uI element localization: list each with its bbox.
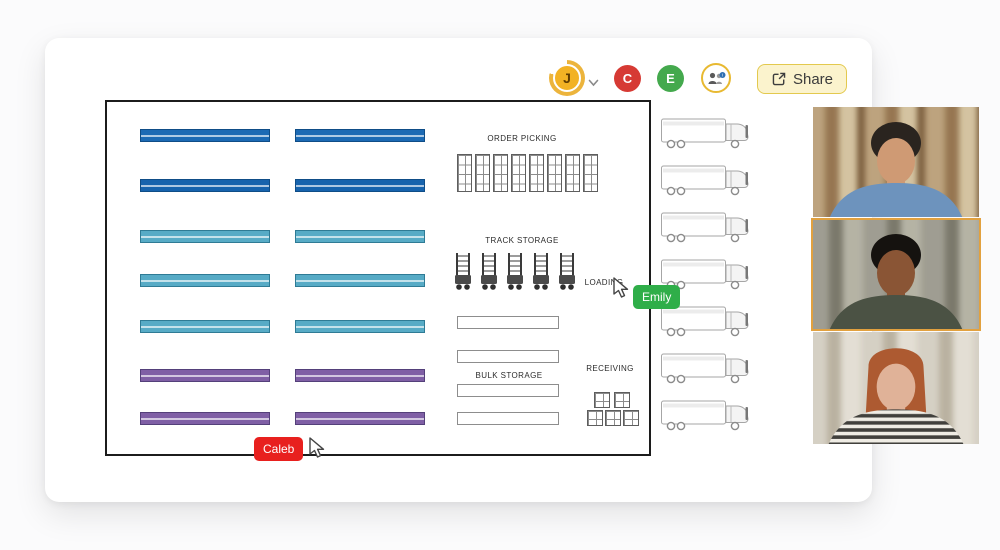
svg-text:i: i bbox=[721, 72, 722, 77]
receiving-pallet[interactable] bbox=[587, 410, 603, 426]
pallet-rack[interactable] bbox=[529, 154, 544, 192]
truck[interactable] bbox=[660, 162, 754, 205]
forklift-icon[interactable] bbox=[556, 252, 578, 297]
collaborator-cursor-label: Caleb bbox=[254, 437, 304, 461]
collaborator-cursor-label: Emily bbox=[633, 285, 681, 309]
truck[interactable] bbox=[660, 350, 754, 393]
rack-shelf-line bbox=[296, 375, 424, 377]
label-track-storage[interactable]: TRACK STORAGE bbox=[485, 236, 559, 245]
warehouse-canvas[interactable]: ORDER PICKING TRACK STORAGE LOADING BULK… bbox=[105, 100, 651, 456]
share-button[interactable]: Share bbox=[757, 64, 847, 94]
forklift-icon[interactable] bbox=[478, 252, 500, 297]
storage-rack[interactable] bbox=[140, 412, 270, 425]
rack-shelf-line bbox=[296, 135, 424, 137]
pallet-rack[interactable] bbox=[511, 154, 526, 192]
forklift-icon[interactable] bbox=[452, 252, 474, 297]
pallet-rack[interactable] bbox=[583, 154, 598, 192]
forklift-icon[interactable] bbox=[504, 252, 526, 297]
rack-shelf-line bbox=[141, 418, 269, 420]
pallet-rack[interactable] bbox=[547, 154, 562, 192]
avatar-collaborator-c[interactable]: C bbox=[614, 65, 641, 92]
truck[interactable] bbox=[660, 303, 754, 346]
forklift-icon[interactable] bbox=[530, 252, 552, 297]
label-receiving[interactable]: RECEIVING bbox=[586, 364, 634, 373]
storage-rack[interactable] bbox=[140, 129, 270, 142]
truck[interactable] bbox=[660, 256, 754, 299]
participant-video[interactable] bbox=[813, 107, 979, 217]
label-order-picking[interactable]: ORDER PICKING bbox=[487, 134, 557, 143]
storage-rack[interactable] bbox=[140, 274, 270, 287]
label-bulk-storage[interactable]: BULK STORAGE bbox=[475, 371, 543, 380]
storage-rack[interactable] bbox=[295, 230, 425, 243]
storage-rack[interactable] bbox=[295, 129, 425, 142]
rack-shelf-line bbox=[141, 326, 269, 328]
storage-rack[interactable] bbox=[295, 320, 425, 333]
storage-rack[interactable] bbox=[295, 369, 425, 382]
receiving-pallet[interactable] bbox=[614, 392, 630, 408]
avatar-current-user[interactable]: J bbox=[553, 64, 581, 92]
rack-shelf-line bbox=[141, 375, 269, 377]
pallet-rack[interactable] bbox=[493, 154, 508, 192]
storage-rack[interactable] bbox=[140, 230, 270, 243]
rack-shelf-line bbox=[296, 185, 424, 187]
chevron-down-icon[interactable] bbox=[588, 74, 599, 92]
rack-shelf-line bbox=[141, 185, 269, 187]
bulk-storage-rect[interactable] bbox=[457, 316, 559, 329]
collaborator-cursor-icon bbox=[612, 277, 630, 304]
pallet-rack[interactable] bbox=[475, 154, 490, 192]
storage-rack[interactable] bbox=[295, 412, 425, 425]
rack-shelf-line bbox=[296, 236, 424, 238]
rack-shelf-line bbox=[141, 236, 269, 238]
share-button-label: Share bbox=[792, 70, 834, 88]
storage-rack[interactable] bbox=[140, 369, 270, 382]
truck[interactable] bbox=[660, 397, 754, 440]
rack-shelf-line bbox=[141, 280, 269, 282]
pallet-rack[interactable] bbox=[457, 154, 472, 192]
storage-rack[interactable] bbox=[295, 274, 425, 287]
rack-shelf-line bbox=[296, 418, 424, 420]
collaborators-icon[interactable]: i bbox=[701, 63, 731, 93]
share-icon bbox=[771, 71, 787, 87]
rack-shelf-line bbox=[296, 326, 424, 328]
receiving-pallet[interactable] bbox=[594, 392, 610, 408]
participant-video[interactable] bbox=[811, 218, 981, 331]
truck[interactable] bbox=[660, 115, 754, 158]
bulk-storage-rect[interactable] bbox=[457, 384, 559, 397]
pallet-rack[interactable] bbox=[565, 154, 580, 192]
avatar-collaborator-e[interactable]: E bbox=[657, 65, 684, 92]
label-loading[interactable]: LOADING bbox=[584, 278, 624, 287]
rack-shelf-line bbox=[141, 135, 269, 137]
receiving-pallet[interactable] bbox=[623, 410, 639, 426]
storage-rack[interactable] bbox=[140, 320, 270, 333]
receiving-pallet[interactable] bbox=[605, 410, 621, 426]
participant-video[interactable] bbox=[813, 332, 979, 444]
avatar-ring: J bbox=[549, 60, 585, 96]
rack-shelf-line bbox=[296, 280, 424, 282]
truck[interactable] bbox=[660, 209, 754, 252]
bulk-storage-rect[interactable] bbox=[457, 412, 559, 425]
bulk-storage-rect[interactable] bbox=[457, 350, 559, 363]
storage-rack[interactable] bbox=[295, 179, 425, 192]
storage-rack[interactable] bbox=[140, 179, 270, 192]
collaborator-cursor-icon bbox=[308, 437, 326, 464]
